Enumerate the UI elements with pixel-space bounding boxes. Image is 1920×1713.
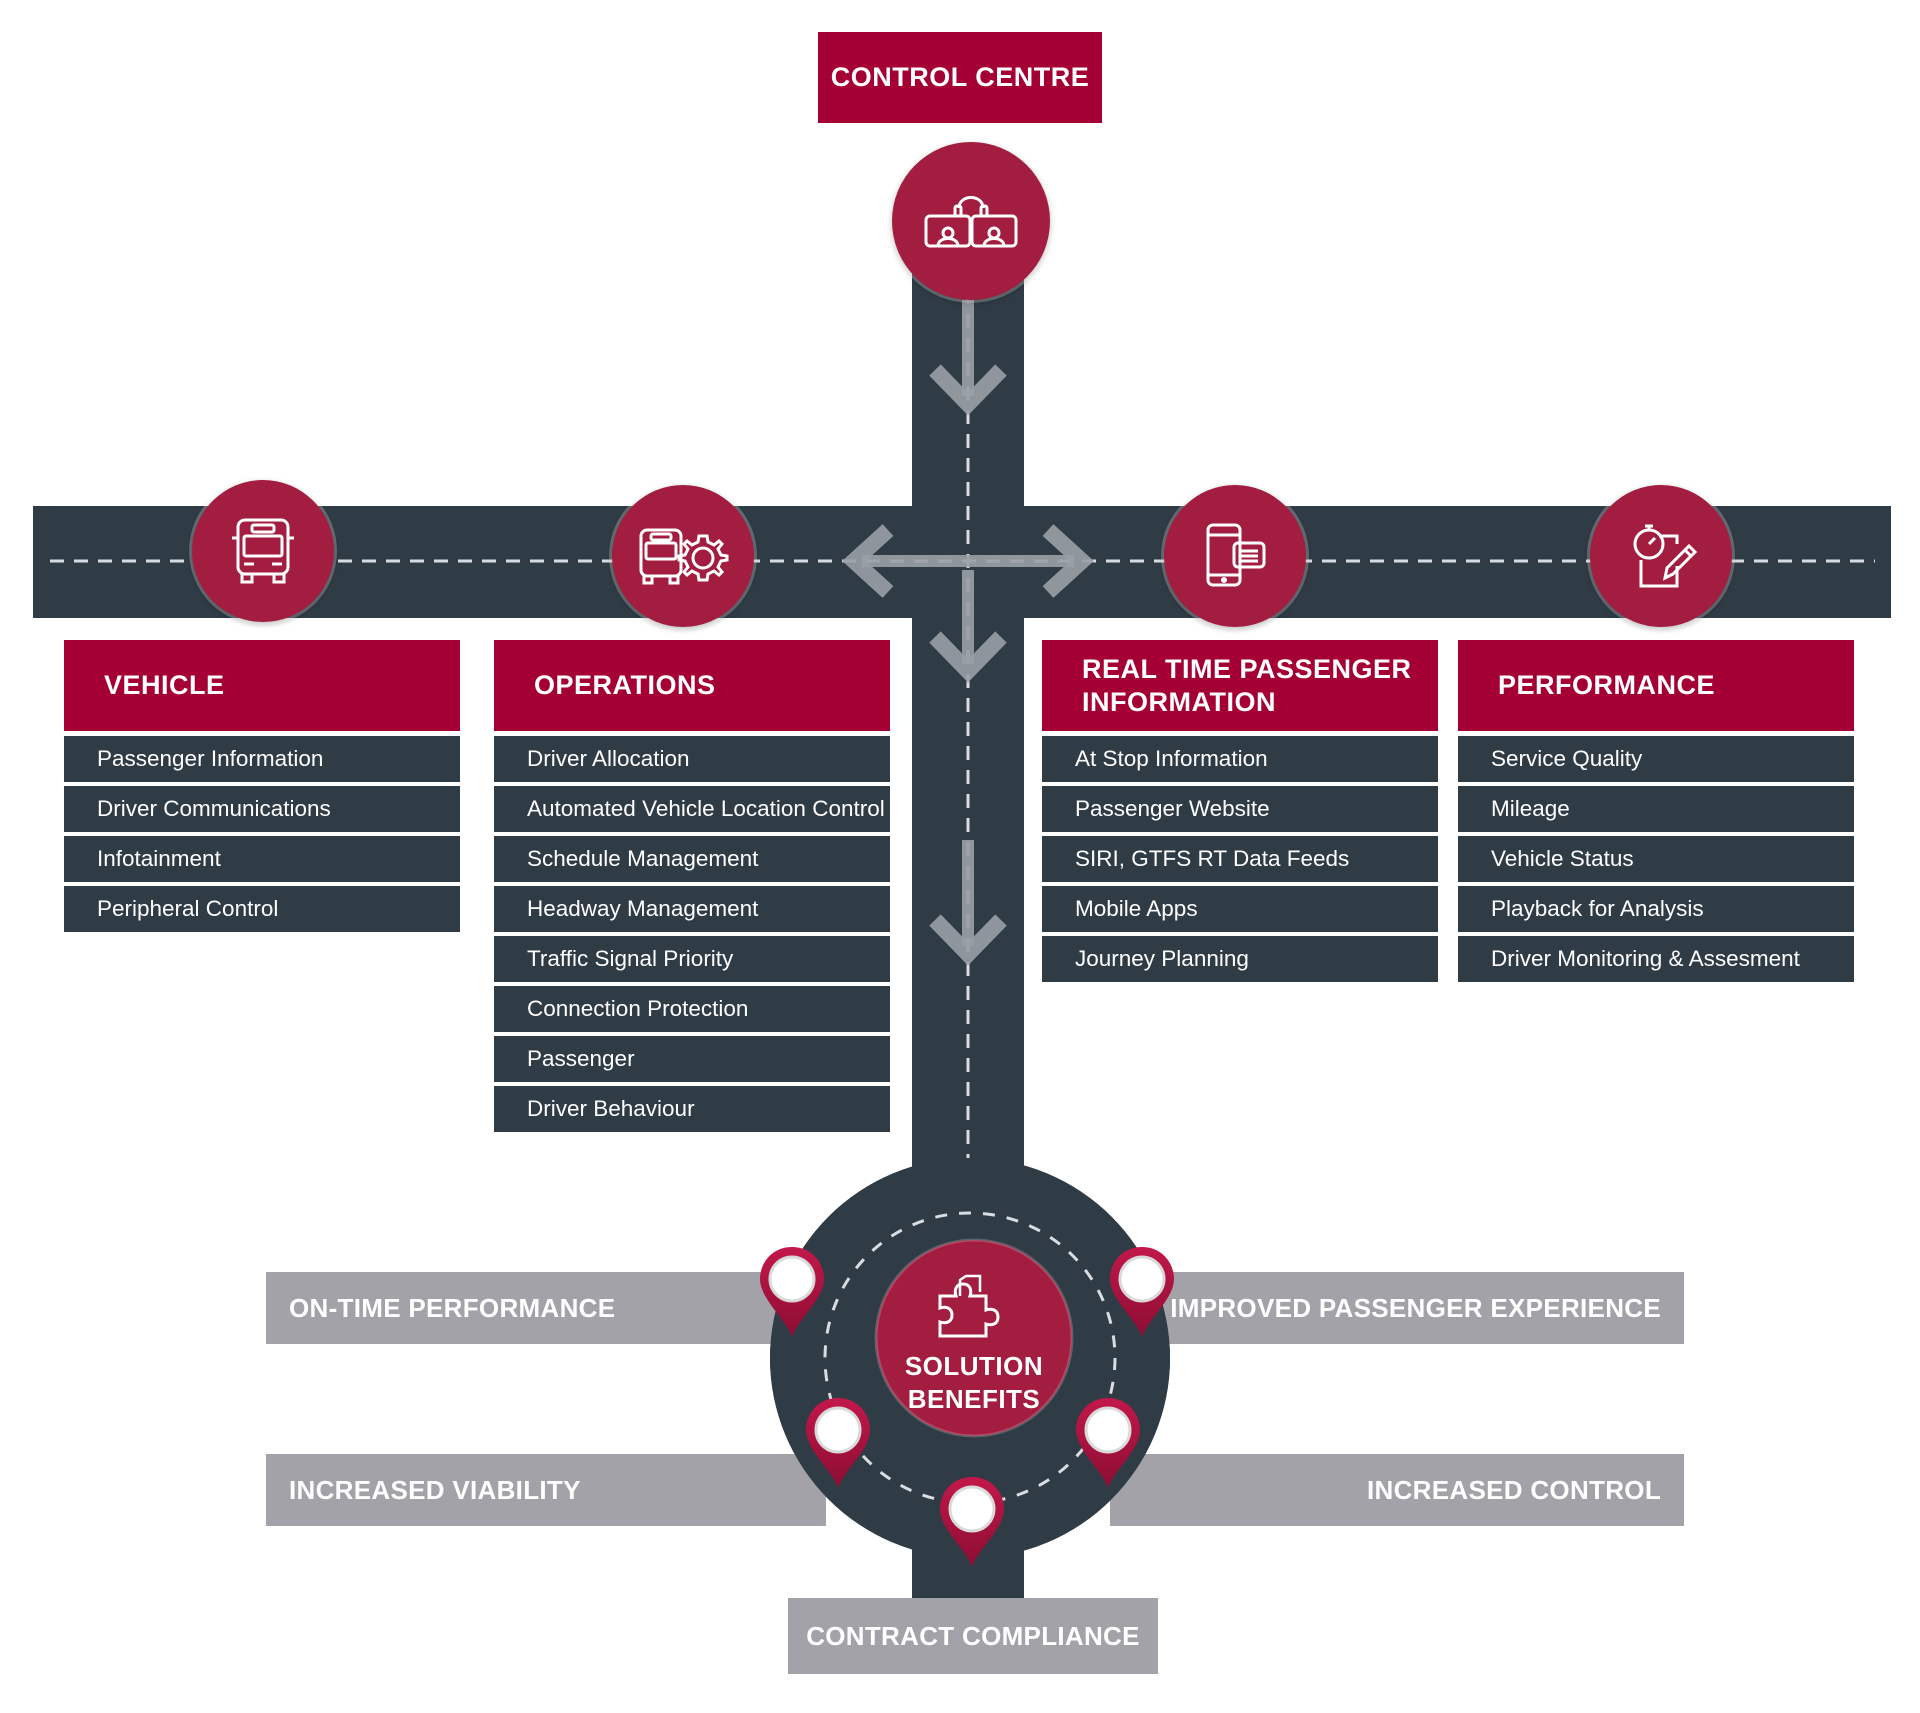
performance-item[interactable]: Mileage xyxy=(1458,786,1854,832)
rtpi-title: REAL TIME PASSENGER INFORMATION xyxy=(1042,640,1438,731)
rtpi-item[interactable]: Journey Planning xyxy=(1042,936,1438,982)
performance-item[interactable]: Service Quality xyxy=(1458,736,1854,782)
down-arrow-icon xyxy=(929,914,1007,966)
vehicle-icon-circle[interactable] xyxy=(192,480,334,622)
performance-title: PERFORMANCE xyxy=(1458,640,1854,731)
control-centre-icon-circle[interactable] xyxy=(892,142,1050,300)
operations-item[interactable]: Automated Vehicle Location Control xyxy=(494,786,890,832)
vehicle-item[interactable]: Driver Communications xyxy=(64,786,460,832)
solution-benefits-label: SOLUTION BENEFITS xyxy=(874,1350,1074,1416)
left-arrow-icon xyxy=(842,524,894,598)
vehicle-item[interactable]: Infotainment xyxy=(64,836,460,882)
bus-gear-icon xyxy=(639,528,729,585)
rtpi-item[interactable]: Passenger Website xyxy=(1042,786,1438,832)
performance-icon-circle[interactable] xyxy=(1590,485,1732,627)
rtpi-item[interactable]: SIRI, GTFS RT Data Feeds xyxy=(1042,836,1438,882)
performance-item[interactable]: Playback for Analysis xyxy=(1458,886,1854,932)
flow-arrows xyxy=(842,364,1094,966)
solution-label-line2: BENEFITS xyxy=(907,1384,1041,1414)
control-room-operators-icon xyxy=(924,196,1018,248)
operations-item[interactable]: Headway Management xyxy=(494,886,890,932)
puzzle-piece-icon xyxy=(938,1274,1000,1338)
performance-item[interactable]: Driver Monitoring & Assesment xyxy=(1458,936,1854,982)
rtpi-title-line2: INFORMATION xyxy=(1082,686,1276,717)
down-arrow-icon xyxy=(929,364,1007,416)
rtpi-title-line1: REAL TIME PASSENGER xyxy=(1082,653,1412,684)
operations-item[interactable]: Connection Protection xyxy=(494,986,890,1032)
operations-item[interactable]: Traffic Signal Priority xyxy=(494,936,890,982)
benefit-on-time-performance: ON-TIME PERFORMANCE xyxy=(266,1272,786,1344)
vehicle-title: VEHICLE xyxy=(64,640,460,731)
benefit-improved-passenger-experience: IMPROVED PASSENGER EXPERIENCE xyxy=(1150,1272,1684,1344)
control-centre-title: CONTROL CENTRE xyxy=(818,32,1102,123)
operations-icon-circle[interactable] xyxy=(612,485,754,627)
operations-item[interactable]: Schedule Management xyxy=(494,836,890,882)
vehicle-item[interactable]: Peripheral Control xyxy=(64,886,460,932)
rtpi-icon-circle[interactable] xyxy=(1164,485,1306,627)
stopwatch-report-icon xyxy=(1633,524,1697,588)
vehicle-item[interactable]: Passenger Information xyxy=(64,736,460,782)
operations-title: OPERATIONS xyxy=(494,640,890,731)
operations-item[interactable]: Driver Behaviour xyxy=(494,1086,890,1132)
solution-label-line1: SOLUTION xyxy=(904,1351,1044,1381)
performance-item[interactable]: Vehicle Status xyxy=(1458,836,1854,882)
benefit-contract-compliance: CONTRACT COMPLIANCE xyxy=(788,1598,1158,1674)
bus-icon xyxy=(232,518,294,584)
down-arrow-icon xyxy=(929,631,1007,683)
benefit-increased-control: INCREASED CONTROL xyxy=(1110,1454,1684,1526)
operations-item[interactable]: Driver Allocation xyxy=(494,736,890,782)
right-arrow-icon xyxy=(1042,524,1094,598)
rtpi-item[interactable]: At Stop Information xyxy=(1042,736,1438,782)
operations-item[interactable]: Passenger xyxy=(494,1036,890,1082)
benefit-increased-viability: INCREASED VIABILITY xyxy=(266,1454,826,1526)
rtpi-item[interactable]: Mobile Apps xyxy=(1042,886,1438,932)
mobile-message-icon xyxy=(1206,523,1266,587)
